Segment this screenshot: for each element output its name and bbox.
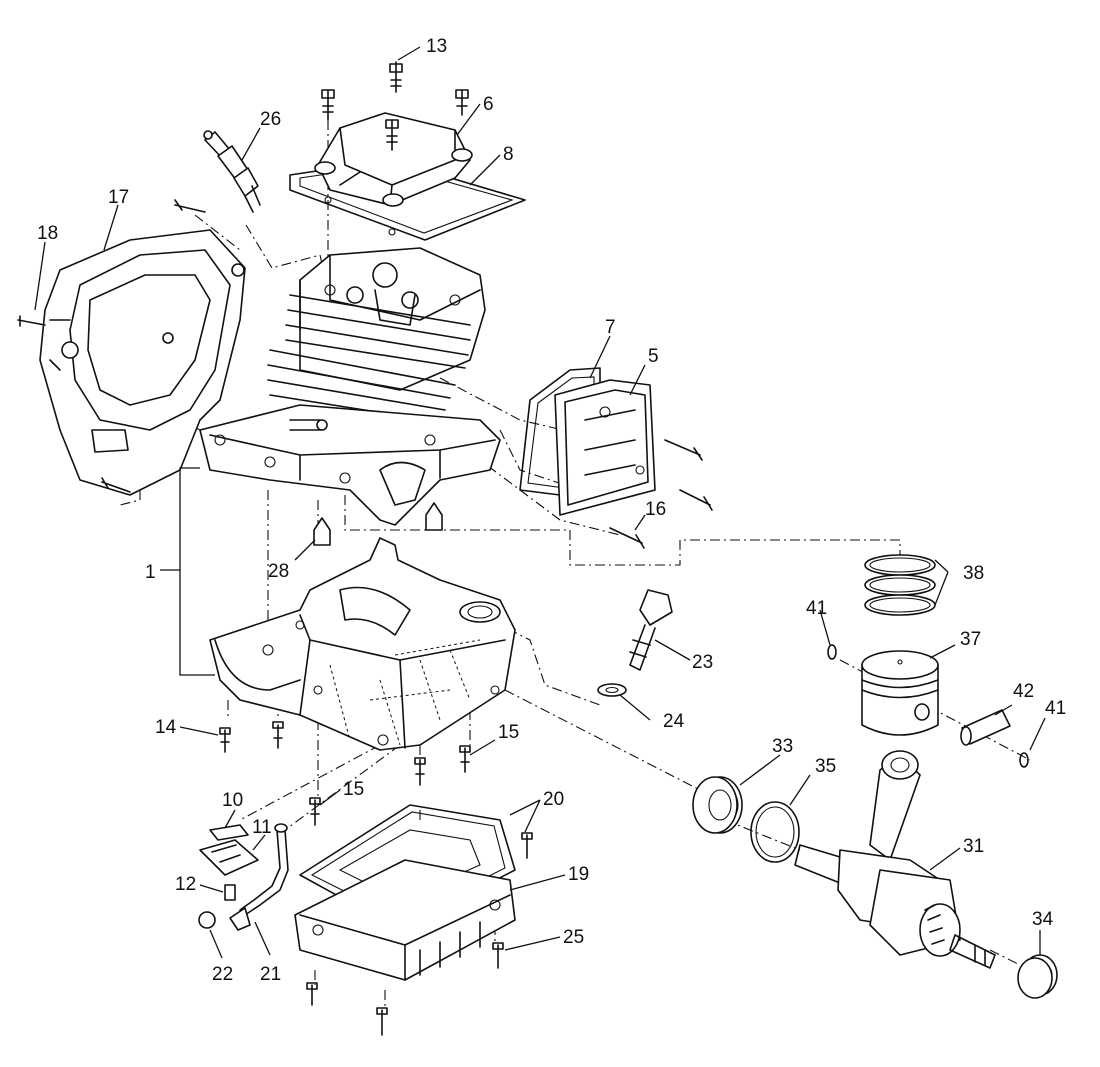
callout-24: 24	[663, 711, 685, 732]
side-cover	[554, 379, 656, 516]
callout-10: 10	[222, 790, 243, 811]
callout-41-right: 41	[1045, 698, 1066, 719]
oil-filler	[597, 589, 673, 697]
spark-plug	[203, 130, 261, 213]
breather-parts	[198, 823, 289, 931]
cover-bolts-16	[609, 439, 713, 549]
callout-38: 38	[963, 563, 984, 584]
callout-41-left: 41	[806, 598, 827, 619]
cylinder-head	[267, 247, 486, 423]
crankcase	[209, 537, 516, 751]
cylinder-block	[199, 404, 501, 526]
leader-lines	[34, 46, 1046, 959]
callout-42: 42	[1013, 681, 1034, 702]
callout-20: 20	[543, 789, 564, 810]
callout-34: 34	[1032, 909, 1054, 930]
cover-bolts	[321, 61, 469, 151]
crankshaft	[794, 750, 996, 969]
callout-23: 23	[692, 652, 713, 673]
callout-22: 22	[212, 964, 233, 985]
callout-12: 12	[175, 874, 196, 895]
crankcase-bolts	[219, 721, 471, 826]
oil-seal-33	[692, 776, 743, 834]
callout-14: 14	[155, 717, 177, 738]
callout-19: 19	[568, 864, 589, 885]
callout-17: 17	[108, 187, 129, 208]
callout-37: 37	[960, 629, 981, 650]
callout-15-upper: 15	[498, 722, 519, 743]
callout-15-lower: 15	[343, 779, 364, 800]
callout-6: 6	[483, 94, 494, 115]
oil-pan	[294, 859, 516, 981]
callout-31: 31	[963, 836, 984, 857]
callout-18: 18	[37, 223, 58, 244]
callout-35: 35	[815, 756, 836, 777]
callout-8: 8	[503, 144, 514, 165]
piston-pin	[960, 709, 1011, 746]
o-ring-35	[750, 801, 800, 863]
callout-26: 26	[260, 109, 281, 130]
callout-7: 7	[605, 317, 616, 338]
callout-25: 25	[563, 927, 584, 948]
callout-11: 11	[252, 817, 272, 838]
oil-seal-34	[1017, 954, 1058, 999]
shroud-bolts	[17, 199, 206, 493]
piston-rings	[864, 554, 936, 616]
plugs-28	[313, 502, 443, 546]
callout-33: 33	[772, 736, 793, 757]
piston	[861, 650, 939, 736]
callout-5: 5	[648, 346, 659, 367]
valve-cover	[314, 112, 473, 207]
oilpan-bolts	[306, 832, 533, 1036]
circlips	[827, 644, 1029, 768]
callout-labels: 13 6 8 26 17 18 7 5 16 1 28 38 41 37 23 …	[37, 36, 1066, 985]
callout-16: 16	[645, 499, 666, 520]
callout-28: 28	[268, 561, 289, 582]
callout-13: 13	[426, 36, 447, 57]
fan-shroud	[39, 229, 246, 496]
callout-1: 1	[145, 562, 156, 583]
callout-21: 21	[260, 964, 281, 985]
